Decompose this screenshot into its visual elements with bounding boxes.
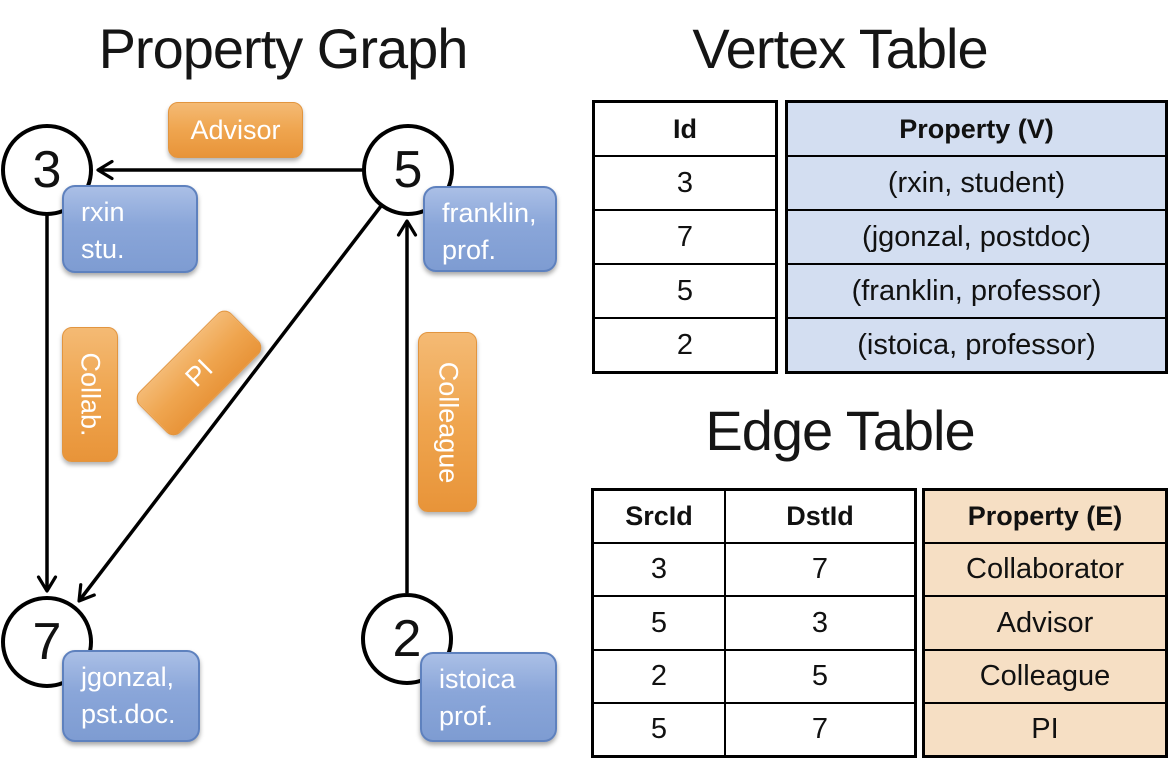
vertex-property-line: franklin, <box>442 198 537 228</box>
vertex-property-line: stu. <box>81 234 125 264</box>
edge-table-cell-property: PI <box>925 701 1165 755</box>
edge-table-cell-srcid: 5 <box>594 703 726 756</box>
vertex-property-box-5: franklin, prof. <box>423 186 557 272</box>
vertex-property-line: istoica <box>439 664 516 694</box>
edge-table-header-dstid: DstId <box>786 501 854 532</box>
edge-table-title: Edge Table <box>705 399 975 462</box>
vertex-table-cell-property: (istoica, professor) <box>788 317 1165 371</box>
edge-table-cell-dstid: 3 <box>811 606 829 639</box>
vertex-property-line: jgonzal, <box>81 662 175 692</box>
vertex-property-line: prof. <box>442 235 497 265</box>
edge-table-cell-dstid: 7 <box>811 553 829 586</box>
edge-table-header-property: Property (E) <box>967 501 1123 532</box>
edge-table-row: 5 7 <box>594 701 914 756</box>
vertex-table-cell-id: 2 <box>595 317 775 371</box>
edge-label-advisor: Advisor <box>168 102 303 158</box>
vertex-property-box-3: rxin stu. <box>62 185 198 273</box>
edge-label-colleague: Colleague <box>418 332 477 512</box>
vertex-table-header-id: Id <box>673 113 697 144</box>
edge-table-row: 3 7 <box>594 542 914 596</box>
edge-table-header-srcid: SrcId <box>594 491 726 543</box>
vertex-table-id-column: Id 3 7 5 2 <box>592 100 778 374</box>
edge-table-cell-srcid: 5 <box>594 597 726 649</box>
edge-table-cell-property: Collaborator <box>925 542 1165 595</box>
vertex-table-header-property: Property (V) <box>899 113 1054 144</box>
edge-table-cell-property: Advisor <box>925 595 1165 648</box>
edge-label-advisor-text: Advisor <box>190 114 281 145</box>
node-id-5: 5 <box>393 141 423 199</box>
edge-label-collab: Collab. <box>62 327 118 462</box>
vertex-property-line: rxin <box>81 197 125 227</box>
edge-label-colleague-text: Colleague <box>433 361 463 483</box>
vertex-table-cell-id: 7 <box>595 209 775 263</box>
edge-table-cell-dstid: 5 <box>811 659 829 692</box>
node-id-2: 2 <box>392 610 422 668</box>
edge-table-header-row: SrcId DstId <box>594 491 914 543</box>
vertex-property-line: prof. <box>439 701 494 731</box>
edge-table-cell-property: Colleague <box>925 648 1165 702</box>
edge-table-cell-srcid: 2 <box>594 650 726 702</box>
vertex-property-box-7: jgonzal, pst.doc. <box>62 650 200 742</box>
vertex-table-cell-id: 5 <box>595 263 775 317</box>
node-id-7: 7 <box>32 613 62 671</box>
edge-table-row: 2 5 <box>594 648 914 702</box>
edge-table-row: 5 3 <box>594 595 914 649</box>
edge-label-pi-text: PI <box>179 353 219 393</box>
edge-label-collab-text: Collab. <box>75 352 106 437</box>
edge-table-cell-dstid: 7 <box>811 712 829 745</box>
vertex-property-line: pst.doc. <box>81 699 176 729</box>
edge-table-cell-srcid: 3 <box>594 544 726 596</box>
vertex-table-cell-property: (franklin, professor) <box>788 263 1165 317</box>
vertex-table-cell-property: (rxin, student) <box>788 155 1165 209</box>
vertex-table-property-column: Property (V) (rxin, student) (jgonzal, p… <box>785 100 1168 374</box>
edge-table-property-column: Property (E) Collaborator Advisor Collea… <box>922 488 1168 758</box>
edge-pi-5-to-7 <box>77 204 383 603</box>
node-id-3: 3 <box>32 141 62 199</box>
vertex-property-box-2: istoica prof. <box>420 652 557 742</box>
edge-table-src-dst-columns: SrcId DstId 3 7 5 3 2 5 5 7 <box>591 488 917 758</box>
vertex-table-cell-id: 3 <box>595 155 775 209</box>
property-graph-title: Property Graph <box>98 17 469 80</box>
vertex-table-title: Vertex Table <box>692 17 988 80</box>
vertex-table-cell-property: (jgonzal, postdoc) <box>788 209 1165 263</box>
